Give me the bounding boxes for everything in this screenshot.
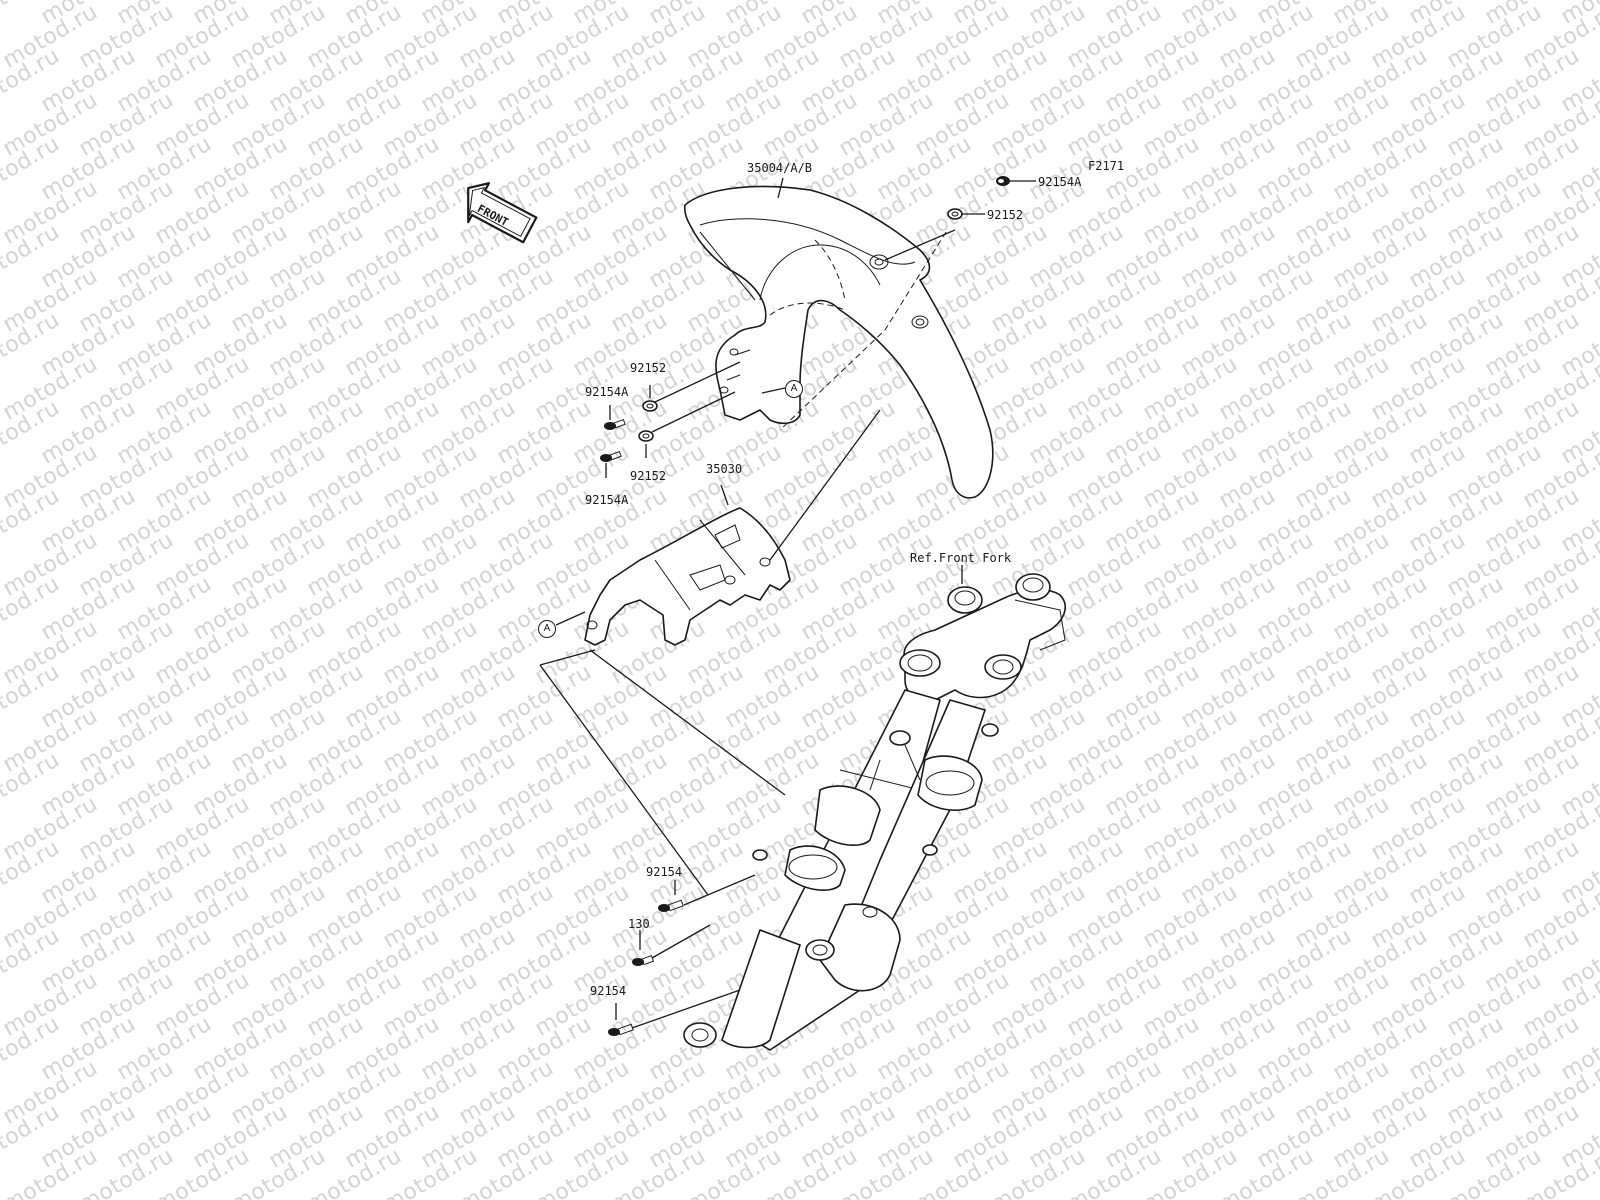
part-label-bolt-left-lower: 92154A: [585, 493, 629, 507]
part-label-bolt-fork-middle: 130: [628, 917, 650, 931]
washer-left-upper-icon: [642, 400, 658, 412]
bolt-fork-upper-icon: [658, 899, 684, 912]
washer-left-lower-icon: [638, 430, 654, 442]
part-label-washer-top-right: 92152: [987, 208, 1024, 222]
bolt-top-right-icon: [996, 176, 1010, 186]
part-label-washer-left-lower: 92152: [630, 469, 667, 483]
front-arrow-icon: [467, 182, 538, 244]
bolt-fork-middle-icon: [632, 954, 655, 966]
hardware-parts: [600, 176, 1010, 1036]
part-label-bolt-left-upper: 92154A: [585, 385, 629, 399]
callout-marker-a-upper: A: [785, 380, 803, 398]
callout-marker-a-lower: A: [538, 620, 556, 638]
washer-top-right-icon: [947, 208, 963, 220]
bolt-fork-lower-icon: [608, 1023, 634, 1036]
bolt-left-lower-icon: [600, 450, 622, 462]
front-fender-part: [683, 185, 994, 499]
part-label-bolt-fork-upper: 92154: [646, 865, 683, 879]
part-label-35004: 35004/A/B: [747, 161, 813, 175]
figure-code: F2171: [1088, 159, 1125, 173]
leader-lines: [539, 177, 1036, 1029]
reference-label: Ref.Front Fork: [910, 551, 1012, 565]
part-label-washer-left-upper: 92152: [630, 361, 667, 375]
part-label-35030: 35030: [706, 462, 743, 476]
front-fork-assembly: [683, 573, 1066, 1051]
part-label-bolt-fork-lower: 92154: [590, 984, 627, 998]
fender-cover-part: [584, 507, 791, 646]
bolt-left-upper-icon: [604, 418, 626, 430]
part-label-bolt-top-right: 92154A: [1038, 175, 1082, 189]
